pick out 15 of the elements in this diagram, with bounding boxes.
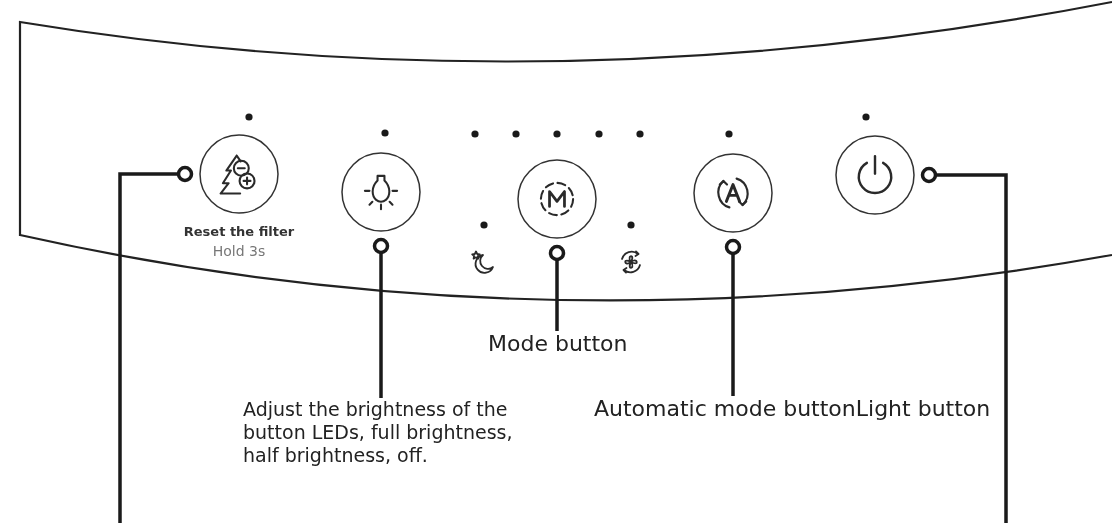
callout-label: Automatic mode buttonLight button	[594, 396, 991, 423]
hold-time-hint: Hold 3s	[212, 243, 266, 260]
power-button	[835, 135, 915, 215]
callout-label: Mode button	[488, 331, 628, 358]
leader-line	[548, 244, 566, 331]
auto-mode-button	[693, 153, 773, 233]
light-button	[341, 152, 421, 232]
leader-line	[118, 165, 194, 523]
leader-line	[724, 238, 742, 396]
mode-button	[517, 159, 597, 239]
leader-line	[372, 237, 390, 398]
filter-reset-button	[199, 134, 279, 214]
callout-label: Adjust the brightness of the button LEDs, full brightness, half brightness, off.	[243, 398, 543, 467]
leader-line	[920, 166, 1008, 523]
button-caption: Reset the filter	[183, 224, 295, 240]
